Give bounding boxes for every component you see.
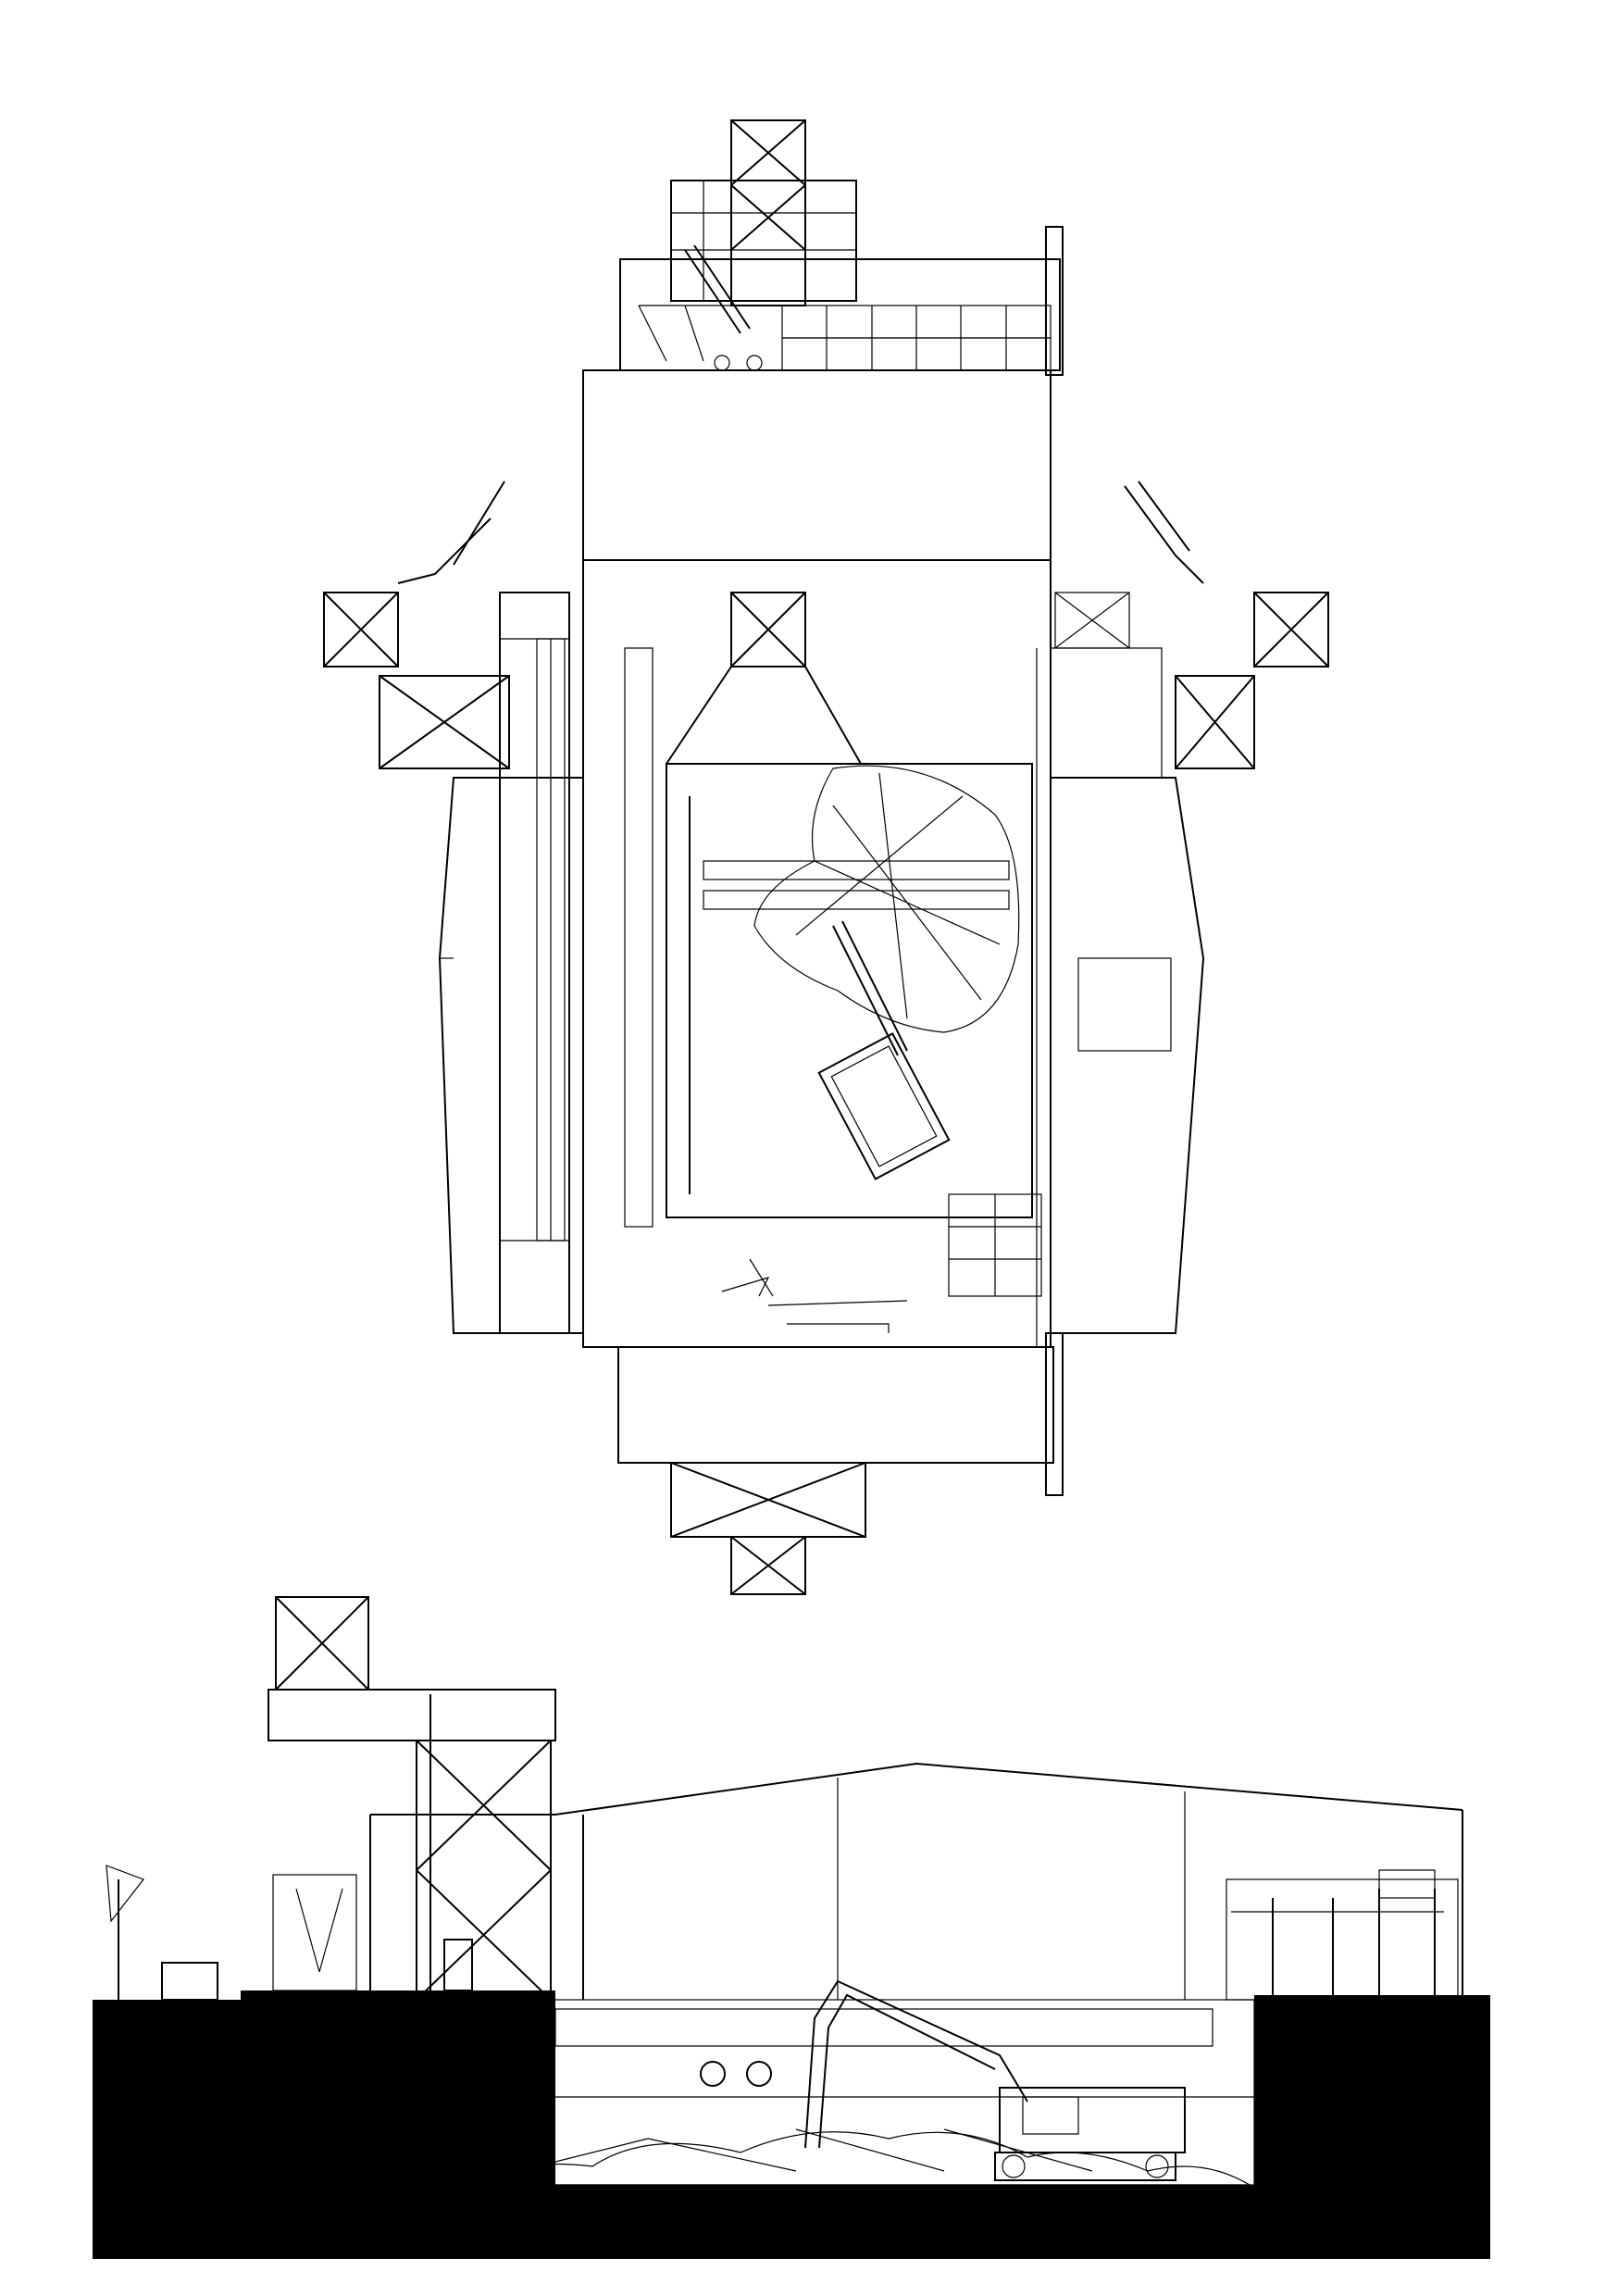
plan-side-towers bbox=[323, 480, 1329, 769]
section-pit bbox=[453, 1999, 1255, 2186]
plan-building bbox=[438, 369, 1205, 1348]
plan-pit bbox=[624, 592, 1042, 1333]
section-crane-tower bbox=[268, 1596, 556, 2001]
section-ground bbox=[93, 1990, 1490, 2259]
section-excavator bbox=[804, 1979, 1186, 2181]
section-shed bbox=[272, 1762, 1463, 2001]
section-view bbox=[93, 1596, 1490, 2259]
plan-left-gantry bbox=[499, 592, 570, 1334]
section-left-equipment bbox=[106, 1865, 473, 2001]
section-right-scaffold bbox=[1231, 1869, 1444, 1995]
plan-top-truss-tower bbox=[670, 119, 857, 306]
plan-view bbox=[323, 119, 1329, 1595]
plan-bottom-annex bbox=[617, 1332, 1064, 1595]
